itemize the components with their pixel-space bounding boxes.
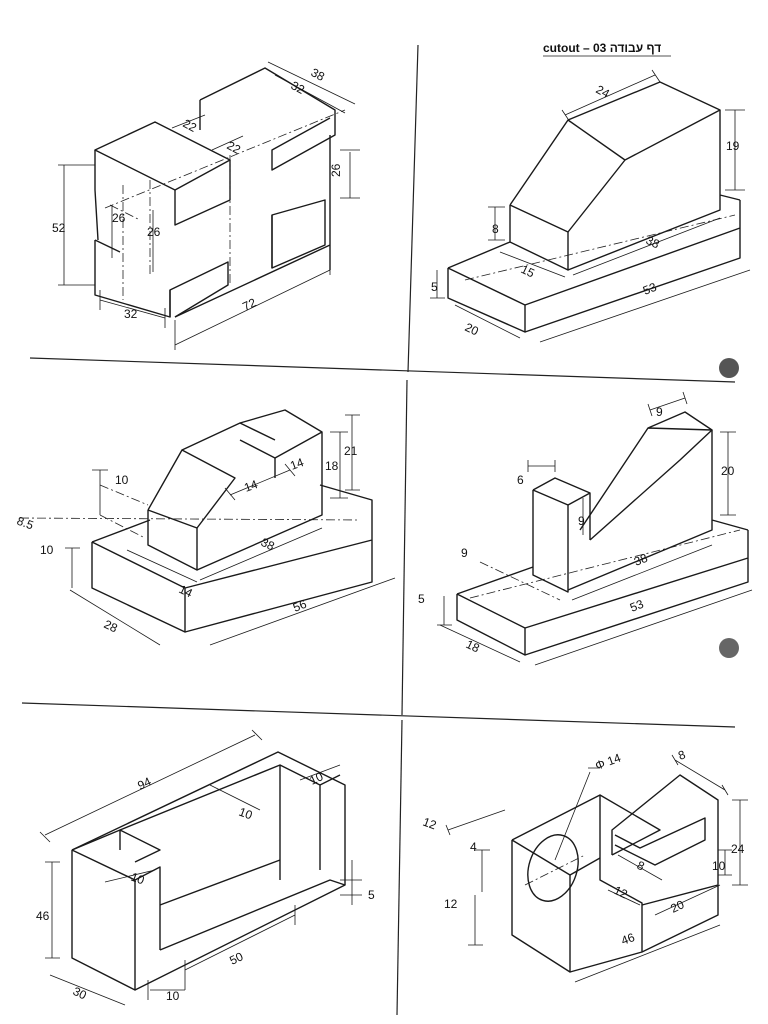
dim-label: 32 [289, 78, 308, 97]
dim-label: 14 [242, 477, 260, 495]
dim-label: 72 [240, 295, 258, 313]
dim-label: 10 [237, 805, 255, 823]
punch-hole-middle [719, 638, 739, 658]
sheet-dividers [21, 44, 736, 1016]
dim-label: 53 [641, 280, 659, 298]
dim-label: 4 [470, 840, 477, 854]
dim-label: 22 [181, 116, 200, 135]
dim-label: 14 [288, 455, 306, 473]
dim-label: 9 [578, 514, 585, 528]
dim-label: 10 [166, 989, 180, 1003]
dim-label: 94 [135, 774, 153, 792]
dim-label: 12 [421, 815, 439, 833]
dim-label: 26 [112, 211, 126, 225]
dim-label: 53 [628, 597, 646, 615]
dim-label: 38 [309, 65, 328, 84]
dim-label: 50 [227, 949, 245, 967]
dim-label: 22 [225, 138, 244, 157]
dim-label: 20 [668, 897, 686, 915]
dim-label: 30 [71, 984, 89, 1002]
dim-label: 10 [40, 543, 54, 557]
dim-label: 46 [619, 930, 637, 948]
dim-label: 26 [329, 163, 343, 177]
dim-label: 9 [656, 405, 663, 419]
view-5-drawing: 94 10 10 10 46 5 50 10 30 [36, 729, 375, 1006]
view-4-drawing: 9 6 20 9 9 38 5 53 18 [418, 391, 753, 666]
view-2-drawing: 24 19 8 38 15 5 53 20 [430, 69, 751, 343]
dim-label: 24 [594, 82, 613, 101]
dim-label: 12 [612, 883, 630, 901]
dim-label: 28 [102, 617, 120, 635]
dim-label: Φ 14 [593, 751, 623, 773]
view-3-drawing: 10 14 14 18 21 8.5 10 38 14 28 56 [15, 409, 396, 646]
dim-label: 14 [177, 582, 195, 600]
view-1-drawing: 38 32 22 22 26 52 26 26 32 72 [52, 61, 360, 350]
dim-label: 26 [147, 225, 161, 239]
dim-label: 5 [368, 888, 375, 902]
dim-label: 8 [635, 858, 647, 874]
dim-label: 5 [431, 280, 438, 294]
dim-label: 18 [325, 459, 339, 473]
worksheet-title: cutout – 03 דף עבודה [543, 41, 661, 55]
dim-label: 38 [644, 233, 662, 251]
dim-label: 18 [464, 637, 482, 655]
dim-label: 19 [726, 139, 740, 153]
punch-hole-top [719, 358, 739, 378]
dim-label: 6 [517, 473, 524, 487]
dim-label: 24 [731, 842, 745, 856]
dim-label: 8.5 [15, 514, 36, 533]
dim-label: 10 [129, 870, 147, 888]
dim-label: 15 [519, 262, 537, 280]
dim-label: 8 [676, 747, 687, 763]
dim-label: 8 [492, 222, 499, 236]
dim-label: 12 [444, 897, 458, 911]
dim-label: 38 [632, 551, 650, 569]
dim-label: 38 [259, 535, 277, 553]
dim-label: 20 [721, 464, 735, 478]
dim-label: 46 [36, 909, 50, 923]
dim-label: 32 [124, 307, 138, 321]
dim-label: 52 [52, 221, 66, 235]
dim-label: 10 [115, 473, 129, 487]
dim-label: 10 [307, 769, 325, 787]
dim-label: 21 [344, 444, 358, 458]
dim-label: 9 [461, 546, 468, 560]
dim-label: 20 [463, 320, 481, 338]
dim-label: 56 [291, 597, 309, 615]
dim-label: 5 [418, 592, 425, 606]
dim-label: 10 [712, 859, 726, 873]
view-6-drawing: Φ 14 8 12 24 4 8 10 12 12 20 46 [421, 747, 748, 983]
